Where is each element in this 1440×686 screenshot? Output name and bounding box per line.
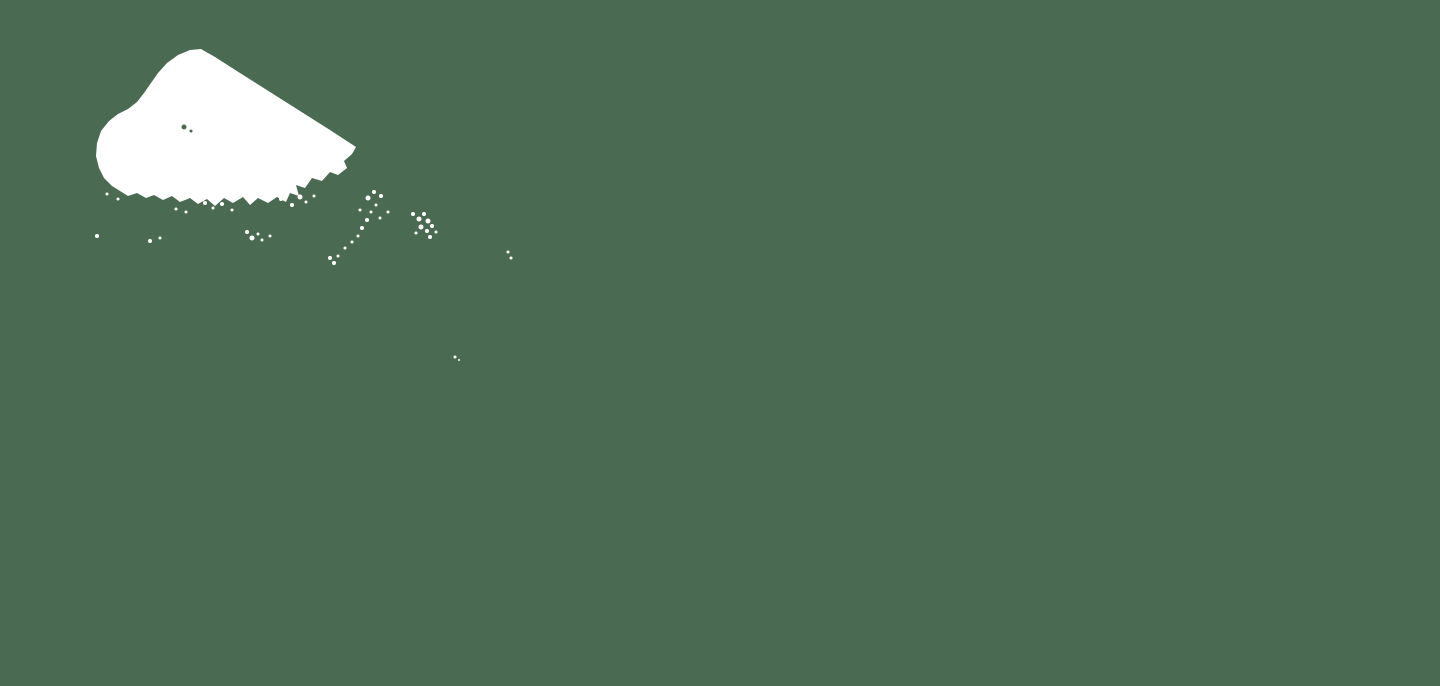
mask-speckle: [414, 231, 418, 235]
mask-speckle: [428, 235, 432, 239]
mask-speckle: [374, 203, 378, 207]
mask-speckle: [174, 207, 178, 211]
mask-speckle: [379, 194, 383, 198]
mask-speckle: [365, 195, 371, 201]
mask-speckles: [95, 190, 513, 361]
mask-speckle: [458, 359, 460, 361]
mask-speckle: [453, 355, 457, 359]
mask-speckle: [356, 234, 360, 238]
mask-holes: [181, 124, 193, 133]
mask-speckle: [378, 216, 382, 220]
mask-speckle: [230, 208, 234, 212]
mask-speckle: [249, 235, 255, 241]
mask-speckle: [411, 212, 415, 216]
mask-speckle: [184, 210, 188, 214]
mask-speckle: [256, 232, 260, 236]
mask-speckle: [509, 256, 513, 260]
mask-speckle: [279, 197, 283, 201]
mask-speckle: [372, 190, 376, 194]
mask-speckle: [203, 201, 207, 205]
mask-speckle: [245, 230, 249, 234]
mask-speckle: [312, 194, 316, 198]
mask-speckle: [332, 261, 336, 265]
mask-speckle: [365, 218, 369, 222]
mask-speckle: [328, 256, 332, 260]
mask-speckle: [418, 224, 424, 230]
mask-speckle: [116, 197, 120, 201]
mask-speckle: [290, 203, 294, 207]
mask-speckle: [336, 254, 340, 258]
mask-speckle: [148, 239, 152, 243]
mask-speckle: [297, 194, 303, 200]
mask-speckle: [358, 208, 362, 212]
mask-region: [96, 49, 356, 206]
mask-speckle: [430, 224, 434, 228]
mask-speckle: [268, 234, 272, 238]
mask-hole: [189, 129, 193, 133]
mask-speckle: [386, 210, 390, 214]
mask-speckle: [211, 206, 215, 210]
mask-speckle: [360, 226, 364, 230]
mask-speckle: [425, 229, 429, 233]
mask-speckle: [350, 240, 354, 244]
mask-speckle: [434, 230, 438, 234]
mask-speckle: [220, 202, 224, 206]
mask-speckle: [105, 192, 109, 196]
mask-speckle: [425, 218, 431, 224]
mask-speckle: [369, 210, 373, 214]
mask-speckle: [95, 234, 99, 238]
mask-speckle: [422, 212, 426, 216]
mask-speckle: [506, 250, 510, 254]
mask-speckle: [304, 200, 308, 204]
mask-speckle: [260, 238, 264, 242]
mask-speckle: [343, 246, 347, 250]
mask-speckle: [416, 216, 422, 222]
mask-hole: [181, 124, 187, 130]
mask-speckle: [158, 236, 162, 240]
